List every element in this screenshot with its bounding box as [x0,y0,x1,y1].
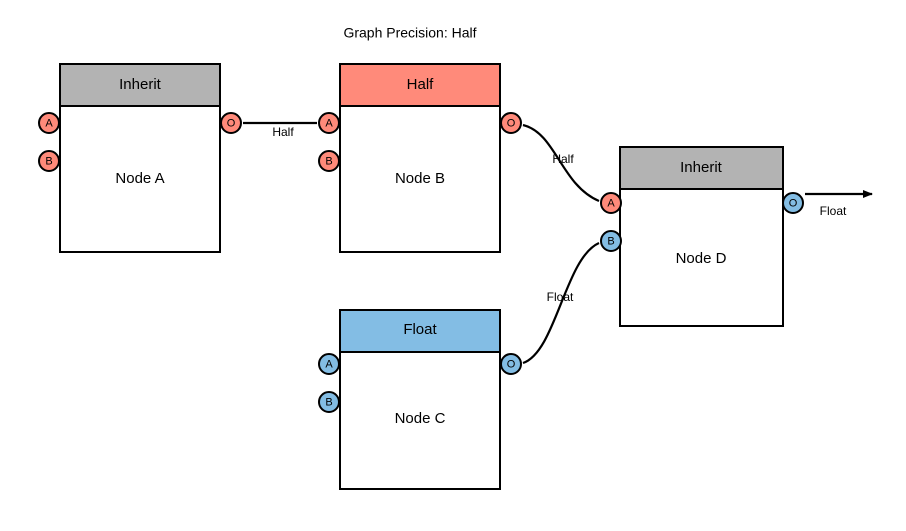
port-circle-icon[interactable] [220,112,242,134]
edge-d-output[interactable]: Float [805,190,873,218]
port-input-a[interactable]: A [318,353,340,375]
port-output-o[interactable]: O [220,112,242,134]
port-letter: B [607,236,614,248]
port-letter: A [325,359,333,371]
edge-line [522,123,600,203]
port-letter: B [325,156,332,168]
port-circle-icon[interactable] [38,150,60,172]
port-circle-icon[interactable] [318,112,340,134]
port-input-a[interactable]: A [38,112,60,134]
port-letter: O [789,198,798,210]
node-name-label: Node B [395,170,445,187]
port-circle-icon[interactable] [500,112,522,134]
node-name-label: Node A [115,170,164,187]
port-letter: O [507,359,516,371]
port-circle-icon[interactable] [38,112,60,134]
port-circle-icon[interactable] [600,192,622,214]
port-output-o[interactable]: O [500,112,522,134]
port-letter: B [45,156,52,168]
edge-label: Float [820,204,847,218]
port-output-o[interactable]: O [782,192,804,214]
port-input-b[interactable]: B [600,230,622,252]
node-header-float[interactable] [339,309,501,353]
port-circle-icon[interactable] [318,150,340,172]
node-header-label: Inherit [119,76,162,93]
port-output-o[interactable]: O [500,353,522,375]
port-circle-icon[interactable] [318,391,340,413]
node-header-label: Inherit [680,159,723,176]
edge-label: Half [552,152,574,166]
port-input-a[interactable]: A [318,112,340,134]
port-circle-icon[interactable] [318,353,340,375]
edge-b-to-d[interactable]: Half [522,123,600,203]
node-header-half[interactable] [339,63,501,107]
node-header-inherit[interactable] [619,146,784,190]
port-letter: B [325,397,332,409]
node-name-label: Node D [676,250,727,267]
edge-line [522,241,600,365]
page-title: Graph Precision: Half [343,25,476,41]
node-name-label: Node C [395,410,446,427]
edge-label: Half [272,125,294,139]
port-input-b[interactable]: B [318,391,340,413]
port-letter: A [607,198,615,210]
port-circle-icon[interactable] [500,353,522,375]
port-input-b[interactable]: B [38,150,60,172]
port-letter: O [507,118,516,130]
port-input-b[interactable]: B [318,150,340,172]
edge-label: Float [547,290,574,304]
edge-c-to-d[interactable]: Float [522,241,600,365]
port-input-a[interactable]: A [600,192,622,214]
port-letter: A [325,118,333,130]
port-letter: A [45,118,53,130]
node-header-label: Float [403,321,437,338]
edge-a-to-b[interactable]: Half [243,121,317,139]
node-header-label: Half [407,76,435,93]
port-circle-icon[interactable] [782,192,804,214]
node-header-inherit[interactable] [59,63,221,107]
port-letter: O [227,118,236,130]
port-circle-icon[interactable] [600,230,622,252]
